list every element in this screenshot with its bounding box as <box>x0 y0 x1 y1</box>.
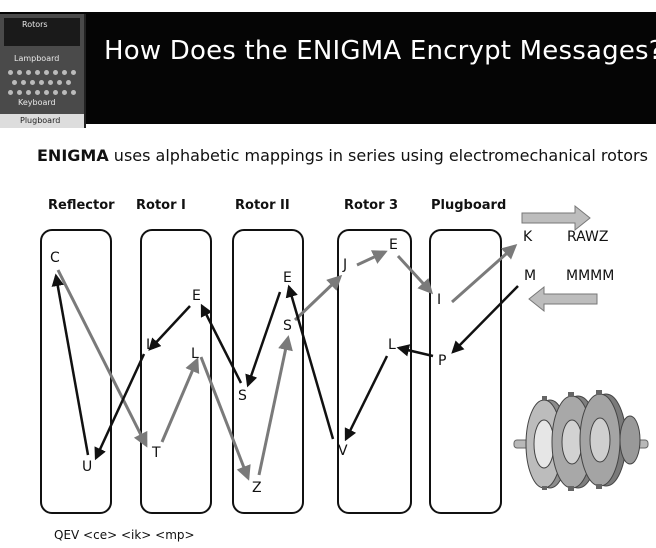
path-t-to-l <box>160 357 200 443</box>
rotor-2-letter-s-lower: S <box>238 388 247 404</box>
rotor-1-letter-t: T <box>152 445 161 461</box>
input-block-arrow <box>528 285 598 313</box>
input-word: MMMM <box>566 268 615 284</box>
rotor-3-letter-e: E <box>389 237 398 253</box>
output-word: RAWZ <box>567 229 609 245</box>
path-s-to-j <box>293 274 343 322</box>
reflector-letter-c: C <box>50 250 60 266</box>
header-band <box>0 12 656 124</box>
rotor-2-letter-e: E <box>283 270 292 286</box>
plugboard-box <box>429 229 502 514</box>
reflector-box <box>40 229 112 514</box>
path-s-to-e <box>200 303 243 384</box>
thumb-label-lampboard: Lampboard <box>14 54 60 63</box>
rotor-3-box <box>337 229 412 514</box>
path-c-to-t <box>56 269 148 448</box>
rotor-3-letter-l: L <box>388 337 396 353</box>
output-block-arrow <box>521 204 591 232</box>
path-i-to-k <box>451 244 518 304</box>
rotor-1-box <box>140 229 212 514</box>
rotor-2-letter-z: Z <box>252 480 262 496</box>
path-l-to-z <box>199 356 251 481</box>
rotor-3-letter-j: J <box>343 257 348 273</box>
rotor-1-letter-e: E <box>192 288 201 304</box>
label-reflector: Reflector <box>48 198 115 213</box>
subtitle-bold: ENIGMA <box>37 146 109 165</box>
path-j-to-e <box>356 250 388 267</box>
rotor-1-letter-l-upper: L <box>146 337 154 353</box>
label-plugboard: Plugboard <box>431 198 507 213</box>
footer-text: QEV <ce> <ik> <mp> <box>54 528 195 542</box>
rotor-assembly-image <box>513 390 649 491</box>
path-u-to-c <box>51 273 90 456</box>
thumb-label-plugboard: Plugboard <box>20 116 61 125</box>
path-e-to-i <box>396 254 434 295</box>
path-e-to-s <box>245 291 282 388</box>
output-letter-k: K <box>523 229 533 245</box>
path-z-to-s <box>257 335 293 476</box>
rotor-3-letter-v: V <box>338 443 348 459</box>
path-l-to-v <box>344 355 389 442</box>
label-rotor-2: Rotor II <box>235 198 290 213</box>
input-letter-m: M <box>524 268 537 284</box>
page-title: How Does the ENIGMA Encrypt Messages? <box>104 36 656 66</box>
label-rotor-3: Rotor 3 <box>344 198 399 213</box>
rotor-2-letter-s-upper: S <box>283 318 292 334</box>
thumb-label-rotors: Rotors <box>22 20 48 29</box>
reflector-letter-u: U <box>82 459 93 475</box>
header: Rotors Lampboard Keyboard Plugboard How … <box>0 0 656 128</box>
label-rotor-1: Rotor I <box>136 198 186 213</box>
path-m-to-p <box>451 285 519 354</box>
rotor-1-letter-l-lower: L <box>191 346 199 362</box>
path-l-to-u <box>94 353 146 461</box>
path-v-to-e <box>285 284 335 440</box>
path-e-to-l <box>148 305 191 351</box>
enigma-thumbnail: Rotors Lampboard Keyboard Plugboard <box>0 14 86 128</box>
path-p-to-l <box>396 344 434 358</box>
rotor-2-box <box>232 229 304 514</box>
subtitle-rest: uses alphabetic mappings in series using… <box>108 146 648 165</box>
plugboard-letter-p: P <box>438 353 447 369</box>
subtitle: ENIGMA uses alphabetic mappings in serie… <box>37 146 648 165</box>
plugboard-letter-i: I <box>437 292 442 308</box>
thumb-label-keyboard: Keyboard <box>18 98 56 107</box>
thumb-plugboard <box>0 114 84 128</box>
